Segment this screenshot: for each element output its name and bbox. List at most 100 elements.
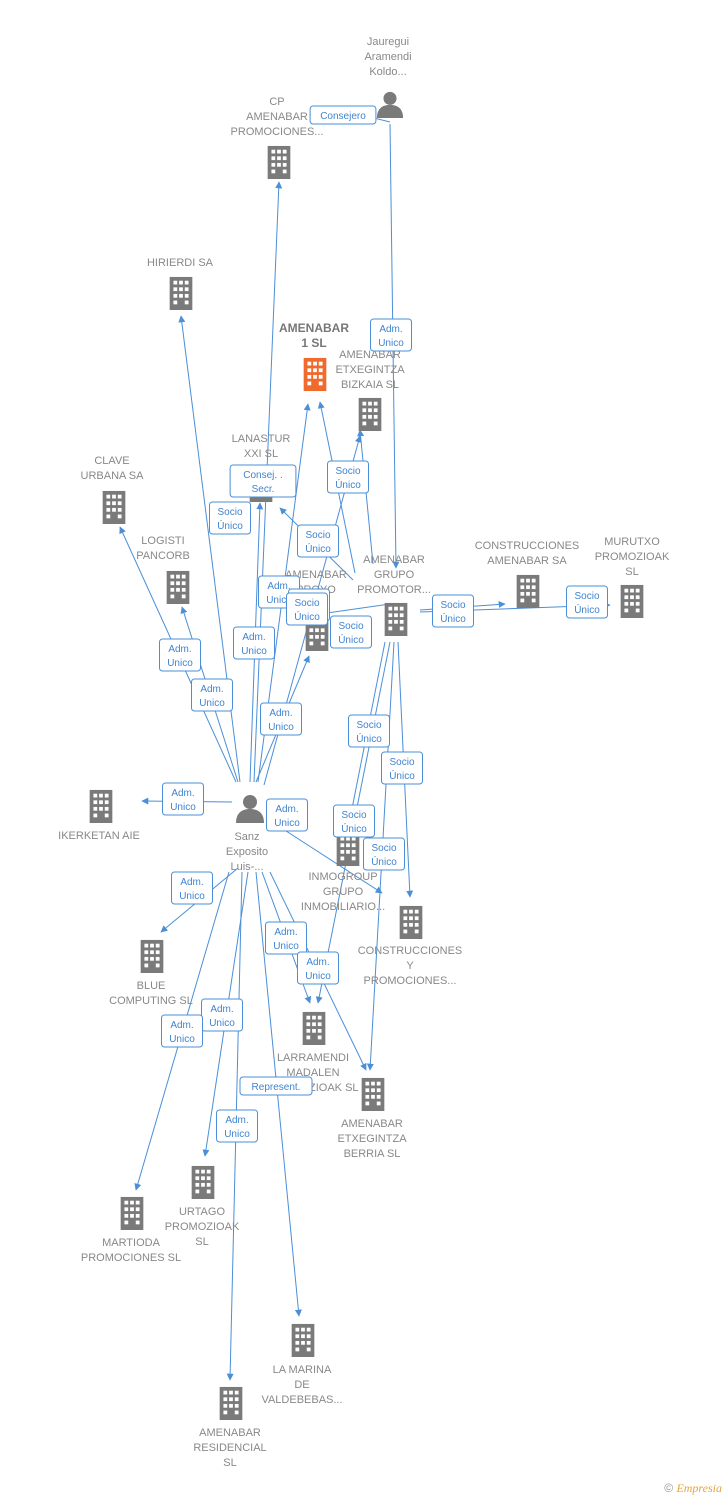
node-label-line[interactable]: AMENABAR [341,1118,403,1130]
node-label-line[interactable]: INMOBILIARIO... [301,901,385,913]
node-label-line[interactable]: AMENABAR SA [487,555,567,567]
node-urtago[interactable]: URTAGO PROMOZIOAK SL [165,1165,240,1248]
node-etxegintza_bizkaia[interactable]: AMENABAR ETXEGINTZA BIZKAIA SL [335,349,405,431]
edge-label-box[interactable] [209,501,251,535]
edge-label-sanz-to-ikerketan[interactable]: Adm.Unico [162,782,204,816]
building-icon[interactable] [166,570,190,604]
node-label-line[interactable]: SL [223,1457,236,1469]
node-label-line[interactable]: RESIDENCIAL [193,1442,266,1454]
edge-label-box[interactable] [286,592,328,626]
edge-label-sanz-to-inmogroup[interactable]: Adm.Unico [266,798,308,832]
node-label-line[interactable]: HIRIERDI SA [147,257,214,269]
edge-label-text[interactable]: Unico [224,1129,250,1140]
building-icon[interactable] [620,584,644,618]
node-label-line[interactable]: DE [294,1379,309,1391]
building-icon[interactable] [302,1011,326,1045]
node-label-line[interactable]: LARRAMENDI [277,1052,349,1064]
edge-label-sanz-to-martioda[interactable]: Adm. Unico [161,1014,203,1048]
building-icon[interactable] [358,397,382,431]
building-icon[interactable] [384,602,408,636]
building-icon[interactable] [399,905,423,939]
edge-label-box[interactable] [233,626,275,660]
edge-label-text[interactable]: Unico [241,646,267,657]
node-label-line[interactable]: BIZKAIA SL [341,379,399,391]
node-cp[interactable]: CPAMENABARPROMOCIONES... [231,96,324,179]
edge-label-text[interactable]: Adm. [170,1020,193,1031]
node-label-line[interactable]: INMOGROUP [308,871,377,883]
edge-label-box[interactable] [363,837,405,871]
edge-label-sanz-to-marina[interactable]: Represent. [239,1076,313,1096]
edge-label-text[interactable]: Unico [266,595,292,606]
edge-label-box[interactable] [432,594,474,628]
node-label-line[interactable]: PROMOZIOAK [165,1221,240,1233]
edge-label-text[interactable]: Socio [356,720,381,731]
edge-label-text[interactable]: Unico [169,1034,195,1045]
building-icon[interactable] [303,357,327,391]
edge-label-text[interactable]: Adm. [200,684,223,695]
edge-label-text[interactable]: Único [305,542,331,555]
node-label-line[interactable]: BERRIA SL [344,1148,401,1160]
node-label-line[interactable]: Aramendi [364,51,411,63]
node-label-line[interactable]: URTAGO [179,1206,225,1218]
node-label-line[interactable]: SL [195,1236,208,1248]
edge-label-jauregui-to-grupo_promotor[interactable]: Adm.Unico [370,318,412,352]
node-label-line[interactable]: PROMOCIONES... [364,975,457,987]
edge-label-text[interactable]: Adm. [171,788,194,799]
node-label-line[interactable]: ETXEGINTZA [335,364,405,376]
edge-label-box[interactable] [297,524,339,558]
edge-label-box[interactable] [327,460,369,494]
edge-label-box[interactable] [330,615,372,649]
node-label-line[interactable]: GRUPO [374,569,415,581]
edge-label-sanz-to-cp[interactable]: Consej. .Secr. [229,464,297,498]
edge-label-text[interactable]: Represent. [252,1082,301,1093]
building-icon[interactable] [291,1323,315,1357]
building-icon[interactable] [140,939,164,973]
edge-label-sanz-to-etxegintza_berria[interactable]: Adm. Unico [297,951,339,985]
edge-label-text[interactable]: Único [217,519,243,532]
node-label-line[interactable]: Jauregui [367,36,409,48]
edge-label-text[interactable]: Adm. [306,957,329,968]
node-hirierdi[interactable]: HIRIERDI SA [147,257,214,310]
edge-label-text[interactable]: Único [574,603,600,616]
node-label-line[interactable]: AMENABAR [199,1427,261,1439]
node-label-line[interactable]: PROMOCIONES... [231,126,324,138]
node-label-line[interactable]: IKERKETAN AIE [58,830,140,842]
edge-label-text[interactable]: Socio [574,591,599,602]
edge-label-text[interactable]: Adm. [168,644,191,655]
edge-label-sanz-to-larramendi[interactable]: Adm.Unico [265,921,307,955]
edge-label-text[interactable]: Socio [440,600,465,611]
edge-label-text[interactable]: Unico [305,971,331,982]
edge-label-text[interactable]: Único [341,822,367,835]
edge-label-text[interactable]: Adm. [275,804,298,815]
building-icon[interactable] [191,1165,215,1199]
edge-label-box[interactable] [348,714,390,748]
building-icon[interactable] [89,789,113,823]
node-label-line[interactable]: Sanz [234,831,259,843]
node-label-line[interactable]: Koldo... [369,66,406,78]
edge-label-text[interactable]: Consejero [320,111,366,122]
edge-label-box[interactable] [229,464,297,498]
node-label-line[interactable]: VALDEBEBAS... [261,1394,342,1406]
node-label-line[interactable]: AMENABAR [339,349,401,361]
node-construcciones_amenabar[interactable]: CONSTRUCCIONES AMENABAR SA [475,540,580,608]
edge-label-box[interactable] [333,804,375,838]
node-label-line[interactable]: COMPUTING SL [109,995,193,1007]
node-label-line[interactable]: Exposito [226,846,268,858]
node-label-line[interactable]: SL [625,566,638,578]
edge-label-sanz-to-residencial[interactable]: Adm.Unico [216,1109,258,1143]
node-label-line[interactable]: Luis-... [230,861,263,873]
node-label-line[interactable]: CONSTRUCCIONES [475,540,580,552]
edge-label-text[interactable]: Socio [371,843,396,854]
edge-label-box[interactable] [266,798,308,832]
node-label-line[interactable]: LOGISTI [141,535,184,547]
node-label-line[interactable]: CLAVE [94,455,129,467]
building-icon[interactable] [516,574,540,608]
